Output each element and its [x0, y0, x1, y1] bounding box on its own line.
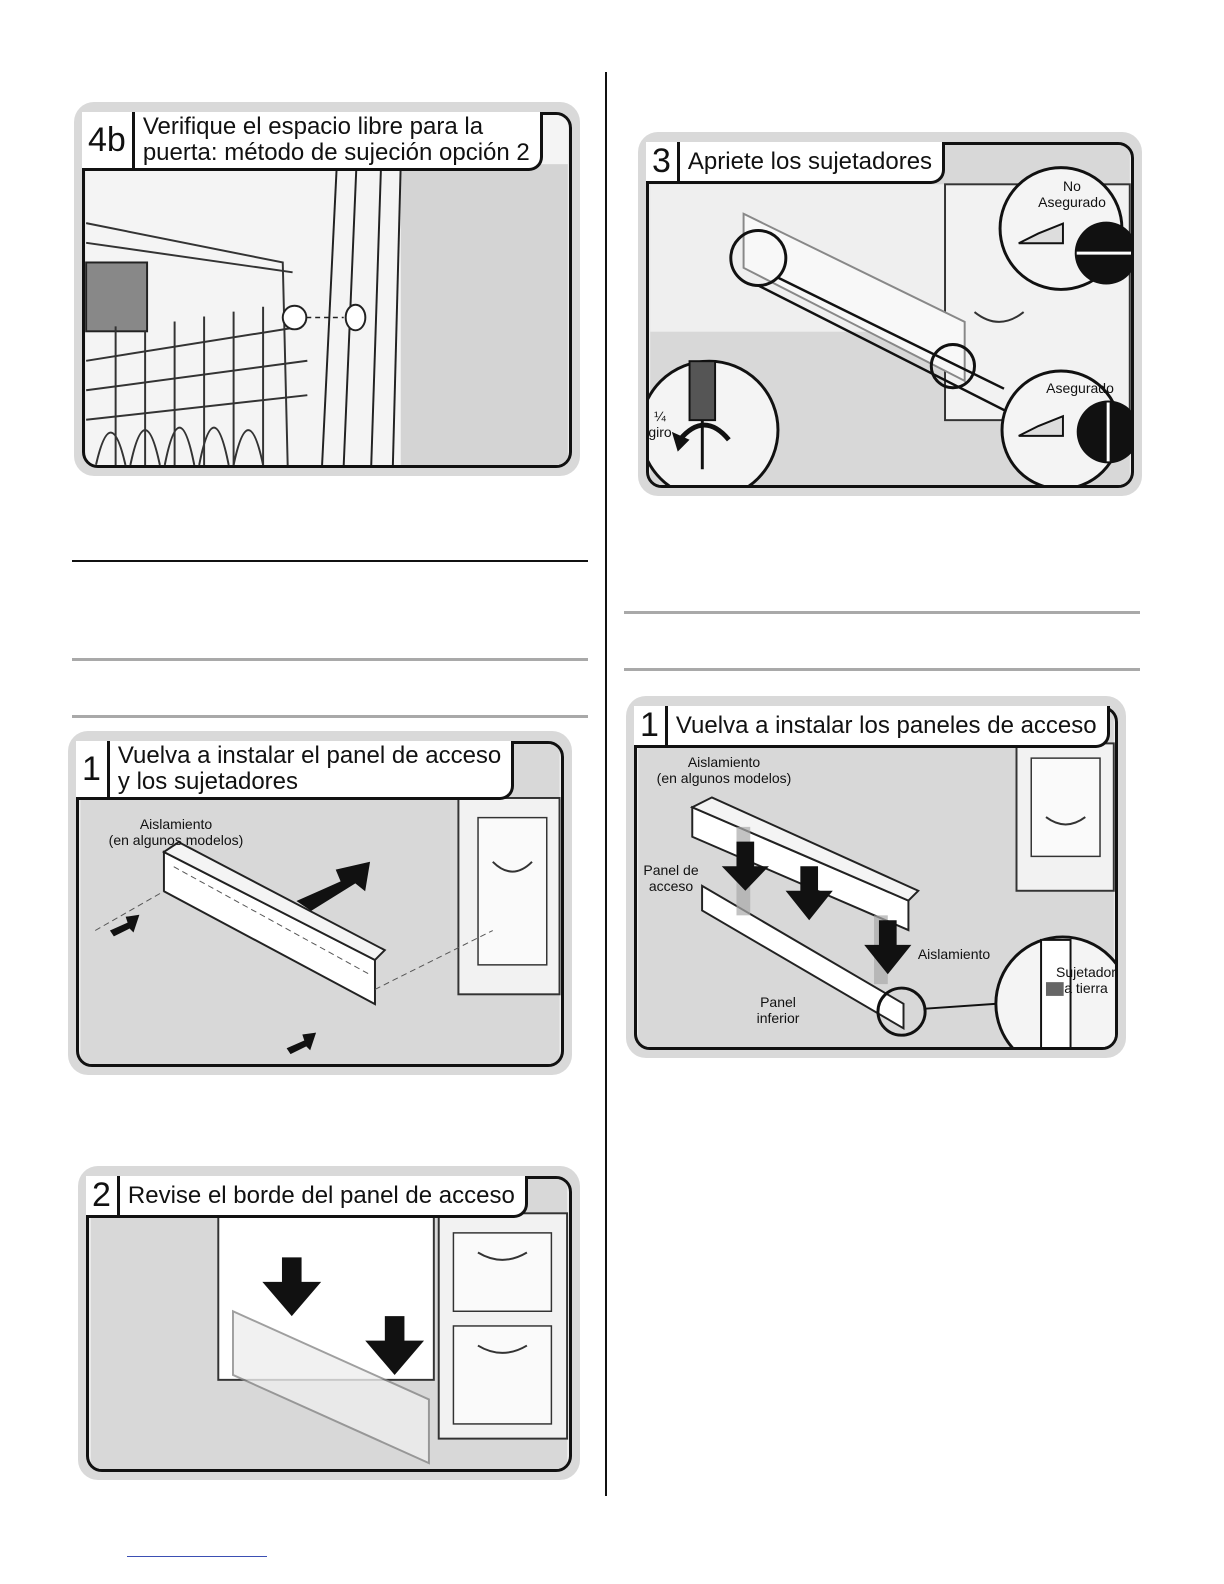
section-rule [72, 560, 588, 562]
footer-link-underline [127, 1556, 267, 1557]
step-number: 1 [76, 741, 110, 797]
section-rule [624, 611, 1140, 614]
section-rule [72, 715, 588, 718]
step-number: 4b [82, 112, 135, 168]
figure-1-reinstall-access-panels: 1 Vuelva a instalar los paneles de acces… [626, 696, 1126, 1058]
step-title: Apriete los sujetadores [687, 147, 933, 175]
access-panels-illustration [638, 709, 1115, 1047]
step-header: 2 Revise el borde del panel de acceso [86, 1176, 528, 1218]
label-insulation: Aislamiento(en algunos modelos) [656, 754, 792, 786]
step-header: 1 Vuelva a instalar los paneles de acces… [634, 706, 1110, 748]
section-rule [72, 658, 588, 661]
fastener-illustration [649, 145, 1131, 485]
section-rule [624, 668, 1140, 671]
label-insulation-b: Aislamiento [917, 946, 991, 962]
step-header: 3 Apriete los sujetadores [646, 142, 946, 184]
step-title: Revise el borde del panel de acceso [127, 1181, 515, 1209]
dishwasher-rack-illustration [85, 115, 568, 465]
step-number: 3 [646, 142, 680, 181]
step-title: Vuelva a instalar los paneles de acceso [675, 711, 1097, 739]
step-number: 2 [86, 1176, 120, 1215]
figure-2-check-access-panel-edge: 2 Revise el borde del panel de acceso [78, 1166, 580, 1480]
column-divider [605, 72, 607, 1496]
label-insulation: Aislamiento(en algunos modelos) [108, 816, 244, 848]
panel-edge-illustration [90, 1179, 569, 1469]
label-secured: Asegurado [1046, 380, 1114, 396]
step-number: 1 [634, 706, 668, 745]
